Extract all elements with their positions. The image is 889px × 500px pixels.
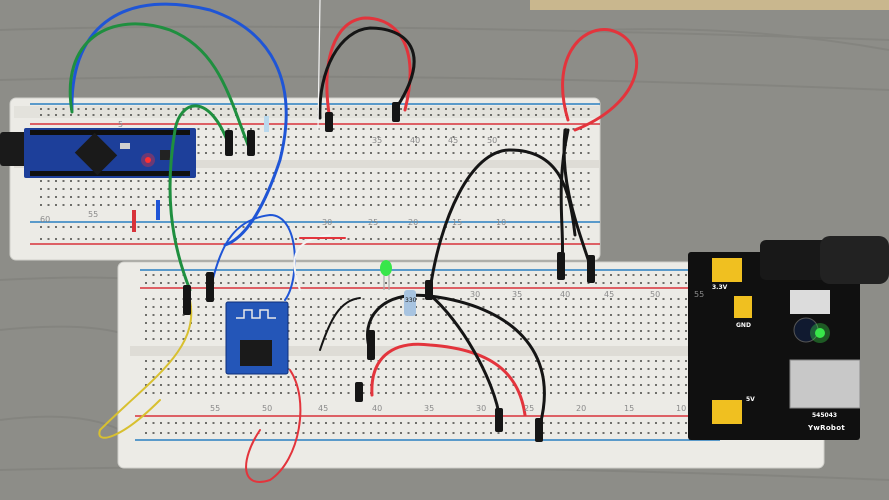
wood-edge — [530, 0, 889, 10]
wire-blue-long — [70, 2, 288, 247]
capacitor — [264, 116, 269, 132]
wire-red-bottom — [245, 369, 302, 483]
wire-black-arch — [428, 148, 577, 292]
wire-yellow — [98, 299, 193, 439]
breadboard-bottom — [117, 261, 825, 469]
wire-green-top — [68, 22, 252, 152]
wire-green-left — [168, 104, 232, 292]
wire-blue-stub — [156, 200, 160, 220]
wire-ends — [183, 102, 595, 442]
wire-black-short — [319, 297, 361, 351]
wire-blue-short — [209, 213, 296, 301]
wire-white — [293, 234, 331, 291]
wire-thin-white — [317, 0, 321, 131]
dc-barrel-cable — [760, 236, 889, 284]
arduino-nano-board — [24, 128, 196, 178]
wire-black-diagonal — [428, 293, 502, 422]
ble-module — [225, 301, 289, 375]
resistor — [404, 290, 416, 316]
wires — [68, 0, 639, 483]
green-led — [380, 260, 392, 290]
breadboard-top — [9, 97, 601, 261]
wire-black-loop-top — [318, 26, 416, 120]
wire-red-loop-right — [561, 28, 639, 132]
wire-red-middle — [370, 342, 527, 417]
wire-red-stub — [132, 210, 136, 232]
power-supply-module — [688, 252, 861, 440]
wire-black-long — [366, 293, 546, 427]
breadboard-bottom-holes — [145, 274, 710, 434]
